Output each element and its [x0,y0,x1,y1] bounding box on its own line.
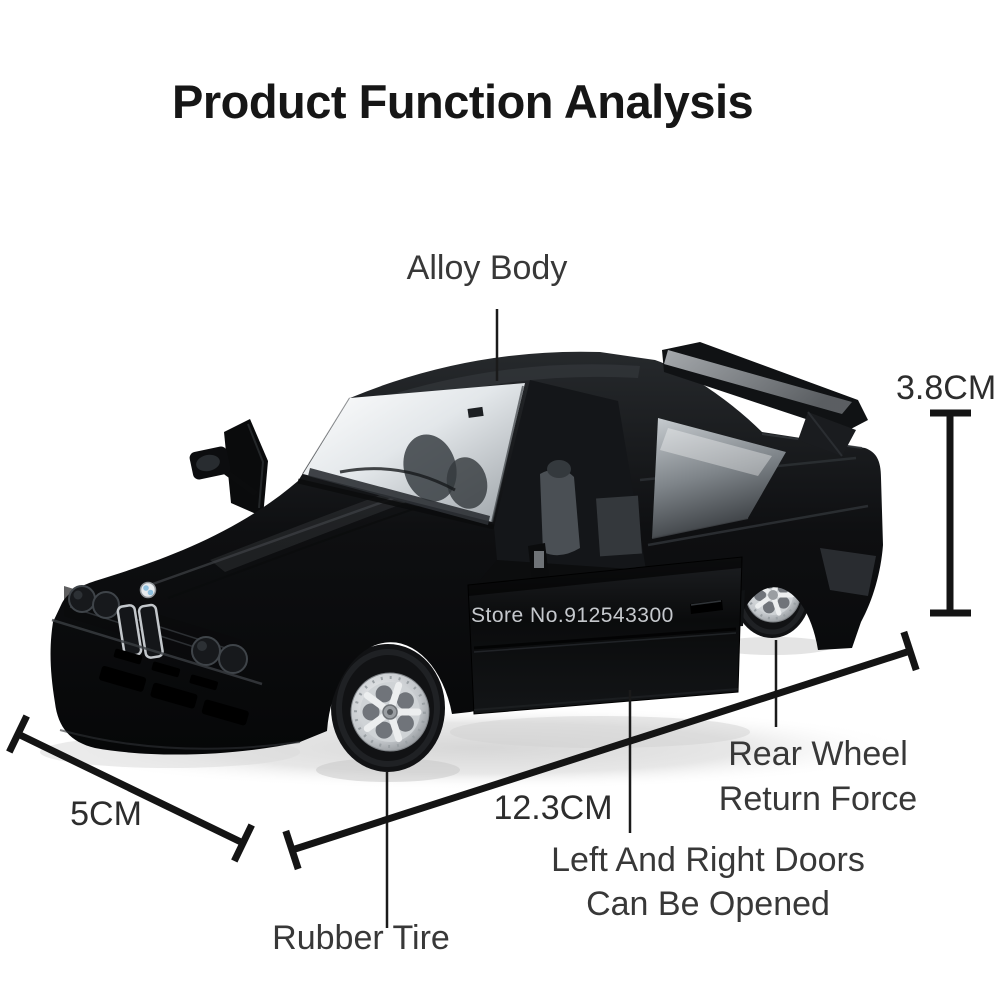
rear-wheel-label: Rear Wheel Return Force [719,732,917,822]
rear-wheel-label-line2: Return Force [718,780,918,818]
width-dimension-line [6,714,255,863]
width-dimension-label: 5CM [70,795,142,833]
doors-label-line1: Left And Right Doors [551,841,865,879]
rear-wheel-label-line1: Rear Wheel [728,735,908,773]
store-watermark: Store No.912543300 [471,604,674,627]
height-dimension-label: 3.8CM [896,369,997,407]
side-mirror [189,446,258,497]
dimension-lines [6,409,971,871]
front-bumper [51,618,301,750]
bmw-badge-icon [139,581,157,599]
windshield [303,383,525,525]
length-dimension-label: 12.3CM [493,789,613,827]
pointer-lines [385,309,778,928]
doors-label-line2: Can Be Opened [586,885,830,923]
front-wheel [331,644,445,772]
rubber-tire-label: Rubber Tire [272,919,450,957]
height-dimension-line [930,409,971,617]
open-door [467,543,743,715]
length-dimension-line [282,630,920,871]
far-door-open [224,419,268,517]
doors-label: Left And Right Doors Can Be Opened [551,838,865,926]
quarter-window [651,418,786,539]
alloy-body-label: Alloy Body [406,249,568,287]
rear-spoiler [662,342,868,457]
page-title: Product Function Analysis [172,75,754,128]
